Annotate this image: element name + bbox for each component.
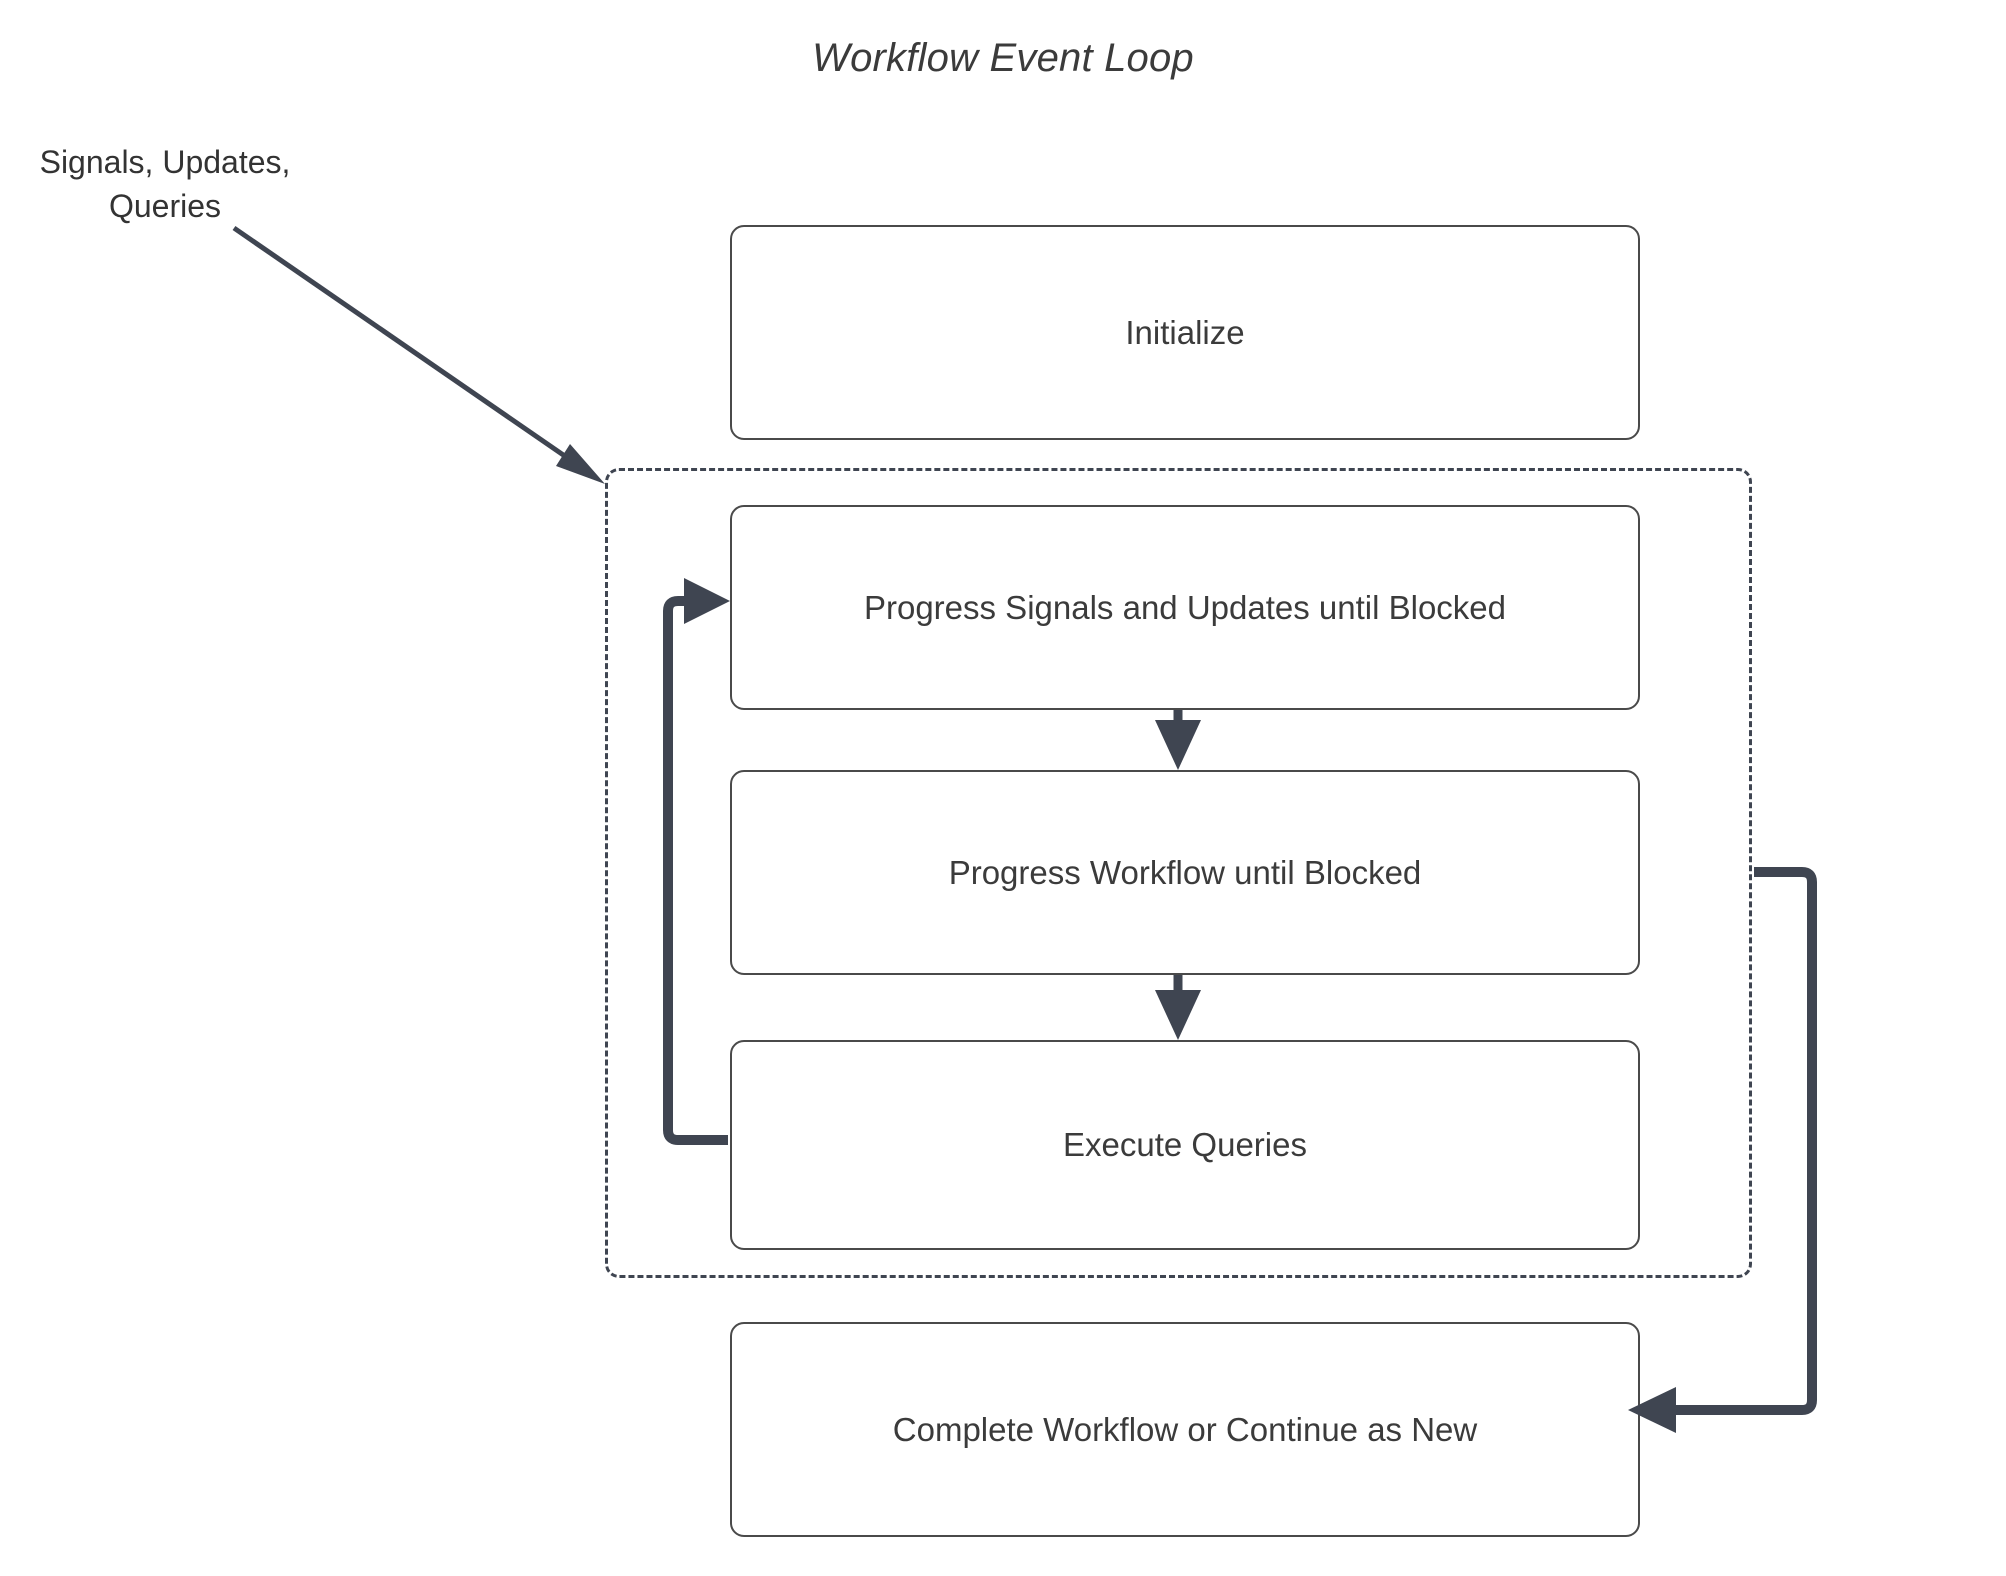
node-complete-workflow-label: Complete Workflow or Continue as New	[892, 1410, 1478, 1448]
node-initialize[interactable]: Initialize	[730, 225, 1640, 440]
node-complete-workflow[interactable]: Complete Workflow or Continue as New	[730, 1322, 1640, 1537]
node-progress-workflow[interactable]: Progress Workflow until Blocked	[730, 770, 1640, 975]
node-progress-signals-label: Progress Signals and Updates until Block…	[863, 588, 1507, 626]
node-initialize-label: Initialize	[1125, 313, 1245, 351]
node-progress-signals[interactable]: Progress Signals and Updates until Block…	[730, 505, 1640, 710]
node-execute-queries-label: Execute Queries	[1063, 1126, 1307, 1163]
node-execute-queries[interactable]: Execute Queries	[730, 1040, 1640, 1250]
page-title: Workflow Event Loop	[812, 36, 1194, 80]
external-input-label: Signals, Updates, Queries	[39, 144, 291, 224]
edge-external-input-arrow	[232, 225, 605, 484]
node-progress-workflow-label: Progress Workflow until Blocked	[948, 853, 1422, 891]
